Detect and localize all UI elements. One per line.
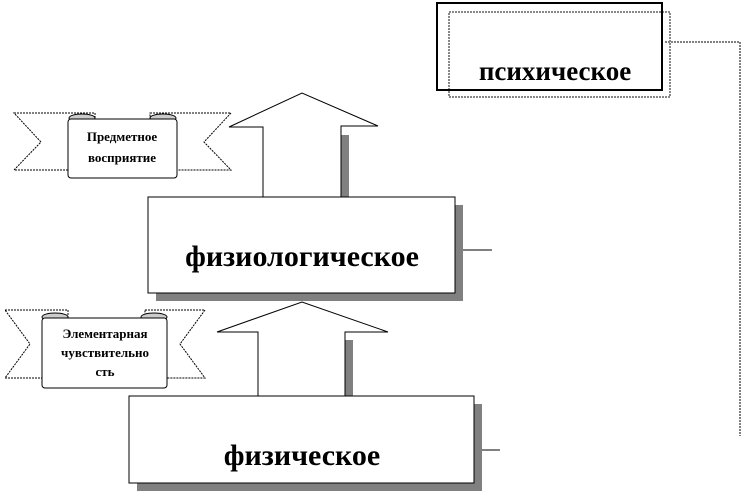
banner-elementary-sensitivity: Элементарная чувствительно сть bbox=[4, 309, 206, 389]
node-physical-label: физическое bbox=[224, 439, 381, 472]
node-physical: физическое bbox=[128, 395, 482, 491]
node-mental: психическое bbox=[436, 2, 671, 98]
banner-1-line-1: Предметное bbox=[87, 129, 158, 144]
connector-line-right bbox=[665, 41, 741, 436]
node-physiological: физиологическое bbox=[147, 196, 463, 301]
node-mental-label: психическое bbox=[479, 56, 631, 86]
banner-2-line-3: сть bbox=[95, 364, 114, 379]
node-physiological-label: физиологическое bbox=[185, 240, 419, 273]
arrow-up-1 bbox=[228, 92, 379, 198]
banner-object-perception: Предметное восприятие bbox=[12, 112, 233, 179]
banner-1-line-2: восприятие bbox=[88, 150, 156, 165]
banner-2-line-2: чувствительно bbox=[61, 345, 149, 360]
arrow-up-2 bbox=[216, 301, 389, 397]
banner-2-line-1: Элементарная bbox=[62, 326, 147, 341]
